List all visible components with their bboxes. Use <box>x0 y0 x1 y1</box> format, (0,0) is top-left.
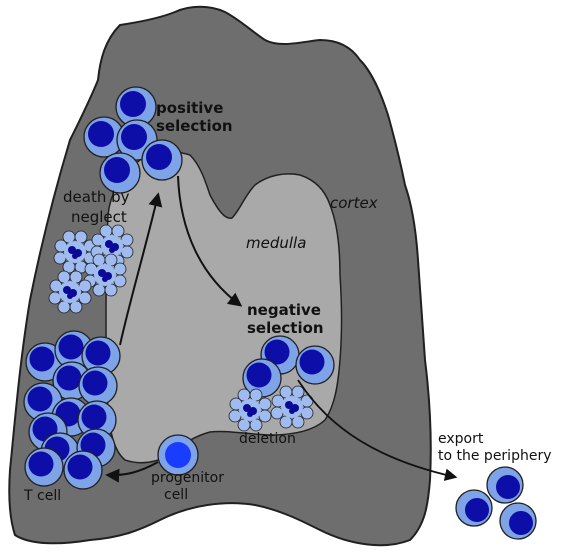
t-cell-icon <box>296 346 334 384</box>
label-positive: positive <box>156 99 223 117</box>
t-cell-icon <box>456 490 492 526</box>
label-to-the-periphery: to the periphery <box>438 448 552 464</box>
label-cortex: cortex <box>330 194 378 212</box>
label-progenitor: progenitor <box>151 470 224 486</box>
t-cell-icon <box>64 451 102 489</box>
t-cell-icon <box>25 448 63 486</box>
cell-group-periphery <box>456 467 536 539</box>
t-cell-icon <box>487 467 523 503</box>
t-cell-icon <box>100 153 140 193</box>
label-progenitor-cell: cell <box>164 487 188 503</box>
label-positive-selection: selection <box>156 117 233 135</box>
label-negative: negative <box>247 301 321 319</box>
label-neglect: neglect <box>71 208 127 226</box>
t-cell-icon <box>500 503 536 539</box>
label-negative-selection: selection <box>247 319 324 337</box>
label-export: export <box>438 431 484 447</box>
t-cell-icon <box>79 367 117 405</box>
t-cell-icon <box>142 140 182 180</box>
label-deletion: deletion <box>239 431 296 447</box>
progenitor-cell-icon <box>158 435 198 475</box>
label-t-cell: T cell <box>23 488 61 504</box>
label-medulla: medulla <box>246 234 306 252</box>
label-death-by: death by <box>63 188 130 206</box>
